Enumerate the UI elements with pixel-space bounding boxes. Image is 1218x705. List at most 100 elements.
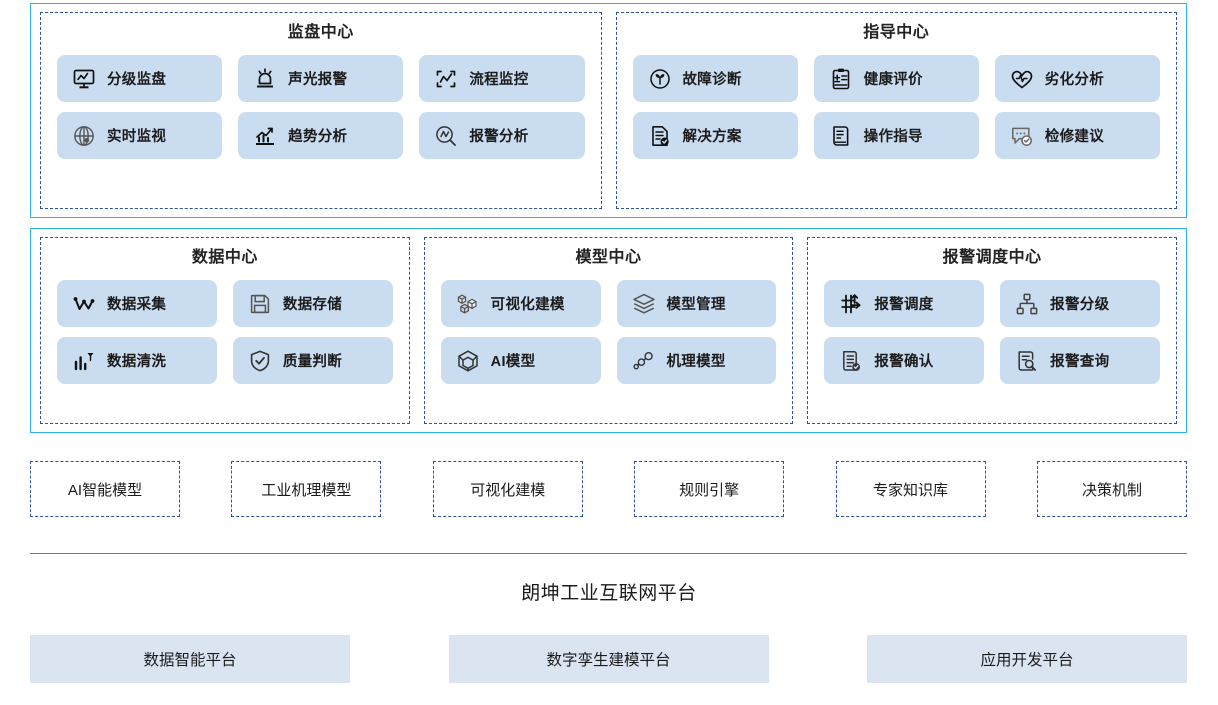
pill-label: AI模型 xyxy=(490,354,536,370)
pill-alarm-confirmation[interactable]: 报警确认 xyxy=(824,337,985,384)
pill-label: 劣化分析 xyxy=(1044,72,1105,88)
platform-box-digital-twin-modeling[interactable]: 数字孪生建模平台 xyxy=(448,635,769,683)
pill-degradation-analysis[interactable]: 劣化分析 xyxy=(994,55,1160,102)
pill-label: 可视化建模 xyxy=(490,297,565,313)
pill-data-collection[interactable]: 数据采集 xyxy=(57,280,217,327)
band-top: 监盘中心 分级监盘 xyxy=(30,3,1187,218)
group-title: 监盘中心 xyxy=(287,24,354,41)
pill-alarm-dispatch[interactable]: 报警调度 xyxy=(824,280,985,327)
dispatch-arrows-icon xyxy=(838,291,864,317)
pill-alarm-analysis[interactable]: 报警分析 xyxy=(419,112,585,159)
pill-trend-analysis[interactable]: 趋势分析 xyxy=(238,112,404,159)
platform-box-data-intelligence[interactable]: 数据智能平台 xyxy=(30,635,350,683)
capability-rule-engine[interactable]: 规则引擎 xyxy=(634,461,785,517)
pill-label: 数据清洗 xyxy=(107,354,167,370)
pill-data-storage[interactable]: 数据存储 xyxy=(232,280,393,327)
capability-row: AI智能模型 工业机理模型 可视化建模 规则引擎 专家知识库 决策机制 xyxy=(30,458,1187,520)
pill-label: 解决方案 xyxy=(682,129,742,145)
clipboard-health-icon xyxy=(828,66,854,92)
pill-realtime-surveillance[interactable]: 实时监视 xyxy=(57,112,223,159)
pill-label: 分级监盘 xyxy=(107,72,167,88)
pill-alarm-grading[interactable]: 报警分级 xyxy=(1000,280,1161,327)
doc-search-icon xyxy=(1014,348,1040,374)
pill-data-cleaning[interactable]: 数据清洗 xyxy=(57,337,217,384)
group-data-center: 数据中心 数据采集 xyxy=(40,237,410,424)
pill-label: 趋势分析 xyxy=(288,129,348,145)
heart-pulse-icon xyxy=(1009,66,1035,92)
capability-ai-model[interactable]: AI智能模型 xyxy=(30,461,180,517)
document-check-icon xyxy=(647,123,673,149)
magnifier-wave-icon xyxy=(433,123,459,149)
group-title: 指导中心 xyxy=(863,24,930,41)
monitor-chart-icon xyxy=(71,66,97,92)
group-title: 报警调度中心 xyxy=(942,249,1042,266)
alarm-light-icon xyxy=(252,66,278,92)
chat-check-icon xyxy=(1009,123,1035,149)
pill-label: 报警确认 xyxy=(874,354,934,370)
group-guidance-center: 指导中心 故障诊断 xyxy=(615,12,1177,209)
pill-label: 质量判断 xyxy=(282,354,343,370)
pill-label: 报警分析 xyxy=(469,129,529,145)
pill-label: 健康评价 xyxy=(863,72,923,88)
band-mid: 数据中心 数据采集 xyxy=(30,228,1187,433)
pill-label: 流程监控 xyxy=(469,72,529,88)
capability-decision-mechanism[interactable]: 决策机制 xyxy=(1036,461,1187,517)
pill-fault-diagnosis[interactable]: 故障诊断 xyxy=(632,55,798,102)
group-title: 数据中心 xyxy=(191,249,258,266)
cubes-icon xyxy=(455,291,481,317)
globe-grid-icon xyxy=(71,123,97,149)
pill-grid: 可视化建模 模型管理 xyxy=(435,280,783,384)
group-monitoring-center: 监盘中心 分级监盘 xyxy=(40,12,602,209)
sprout-circle-icon xyxy=(647,66,673,92)
group-alarm-dispatch-center: 报警调度中心 xyxy=(807,237,1178,424)
platform-row: 数据智能平台 数字孪生建模平台 应用开发平台 xyxy=(30,634,1187,684)
pill-grid: 故障诊断 xyxy=(627,55,1167,159)
cube-wire-icon xyxy=(455,348,481,374)
capability-industrial-mechanism-model[interactable]: 工业机理模型 xyxy=(231,461,382,517)
pill-label: 模型管理 xyxy=(666,297,726,313)
pill-label: 报警调度 xyxy=(874,297,934,313)
pill-graded-monitoring[interactable]: 分级监盘 xyxy=(57,55,223,102)
pill-model-management[interactable]: 模型管理 xyxy=(616,280,777,327)
pill-label: 数据采集 xyxy=(107,297,167,313)
pill-label: 报警分级 xyxy=(1050,297,1110,313)
pill-operation-guidance[interactable]: 操作指导 xyxy=(813,112,979,159)
pill-label: 机理模型 xyxy=(666,354,726,370)
group-model-center: 模型中心 xyxy=(423,237,794,424)
trend-chart-icon xyxy=(252,123,278,149)
pill-process-monitoring[interactable]: 流程监控 xyxy=(419,55,585,102)
pill-quality-judgement[interactable]: 质量判断 xyxy=(232,337,393,384)
pill-health-evaluation[interactable]: 健康评价 xyxy=(813,55,979,102)
process-monitor-icon xyxy=(433,66,459,92)
pill-grid: 分级监盘 声光报警 xyxy=(51,55,591,159)
shield-check-icon xyxy=(247,348,273,374)
node-graph-icon xyxy=(631,348,657,374)
platform-title: 朗坤工业互联网平台 xyxy=(521,583,697,604)
platform-box-app-development[interactable]: 应用开发平台 xyxy=(867,635,1187,683)
capability-expert-knowledge-base[interactable]: 专家知识库 xyxy=(835,461,986,517)
floppy-disk-icon xyxy=(247,291,273,317)
band-mid-inner: 数据中心 数据采集 xyxy=(31,229,1186,432)
pill-mechanism-model[interactable]: 机理模型 xyxy=(616,337,777,384)
pill-label: 故障诊断 xyxy=(682,72,742,88)
pill-audio-visual-alarm[interactable]: 声光报警 xyxy=(238,55,404,102)
pill-label: 操作指导 xyxy=(863,129,923,145)
capability-visual-modeling[interactable]: 可视化建模 xyxy=(432,461,583,517)
pill-label: 实时监视 xyxy=(107,129,167,145)
pill-label: 声光报警 xyxy=(288,72,348,88)
section-divider xyxy=(30,553,1187,554)
pill-grid: 报警调度 xyxy=(818,280,1166,384)
pill-alarm-query[interactable]: 报警查询 xyxy=(1000,337,1161,384)
pill-label: 检修建议 xyxy=(1044,129,1105,145)
hierarchy-icon xyxy=(1014,291,1040,317)
pill-maintenance-advice[interactable]: 检修建议 xyxy=(994,112,1160,159)
pill-solution[interactable]: 解决方案 xyxy=(632,112,798,159)
pill-grid: 数据采集 数据存储 xyxy=(51,280,399,384)
pill-visual-modeling[interactable]: 可视化建模 xyxy=(440,280,601,327)
bar-filter-icon xyxy=(71,348,97,374)
pill-ai-model[interactable]: AI模型 xyxy=(440,337,601,384)
list-check-icon xyxy=(838,348,864,374)
group-title: 模型中心 xyxy=(575,249,642,266)
pill-label: 数据存储 xyxy=(282,297,343,313)
